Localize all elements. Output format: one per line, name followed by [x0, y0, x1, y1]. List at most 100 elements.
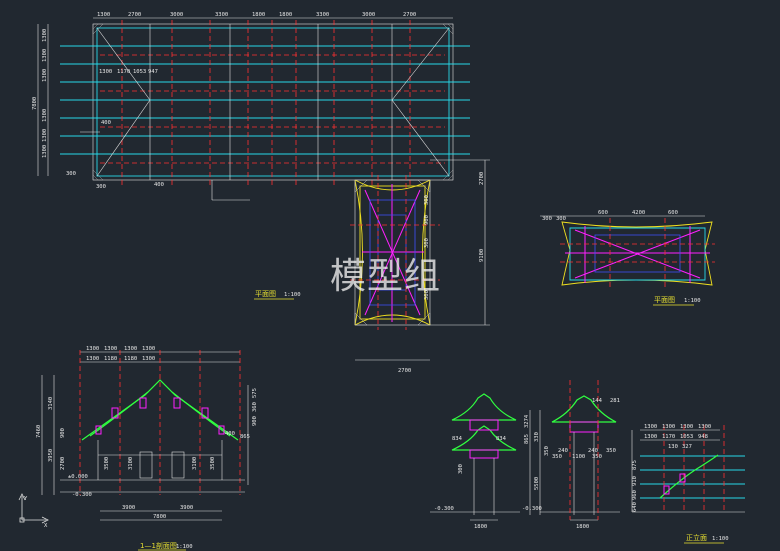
- section-inner-dim: 3100: [128, 457, 134, 470]
- pavilion-plan-view: 2700 9100 2700 300 900 300 300: [350, 159, 490, 374]
- section-top-dim: 1300: [142, 356, 155, 362]
- section-top-dim: 1300: [104, 346, 117, 352]
- plan-left-dim: 1300: [42, 69, 48, 82]
- front-elevation-view: 1300 1300 1300 1300 1300 1170 1053 948 1…: [631, 424, 745, 544]
- roof-plan-scale: 1:100: [684, 298, 701, 304]
- axis-y-label: Y: [24, 496, 28, 502]
- section-right-dim: 575: [252, 388, 258, 398]
- pavilion-bottom-dim: 2700: [398, 368, 411, 374]
- plan-left-total: 7800: [32, 97, 38, 110]
- corner-hatch: [92, 23, 454, 181]
- plan-top-dim: 1800: [279, 12, 292, 18]
- elev-b-left: 3274: [524, 414, 530, 428]
- section-left-dim: 3140: [48, 397, 54, 410]
- plan-left-dim: 1300: [42, 145, 48, 158]
- section-top-dim: 1300: [142, 346, 155, 352]
- pavilion-right-dim: 300: [424, 238, 430, 248]
- section-scale: 1:100: [176, 544, 193, 550]
- bracket-set: [95, 397, 225, 435]
- plan-misc-dim: 300: [96, 184, 106, 190]
- front-dim: 1170: [662, 434, 675, 440]
- pavilion-right-dim: 900: [424, 215, 430, 225]
- elevation-a-view: 834 834 300 1800 -0.300: [430, 393, 520, 530]
- pavilion-right-dim: 300: [424, 195, 430, 205]
- elev-b-mid: 240: [558, 448, 568, 454]
- elev-b-left: 865: [524, 434, 530, 444]
- elev-b-top: 144: [592, 398, 603, 404]
- front-dim: 1300: [662, 424, 675, 430]
- section-top-dim: 1180: [124, 356, 137, 362]
- elevation-b-view: 144 281 3274 865 330 350 5500 240 240 35…: [522, 380, 620, 530]
- front-left-dim: 910: [632, 476, 638, 486]
- elev-b-mid: 1100: [572, 454, 585, 460]
- elev-b-mid: 240: [588, 448, 598, 454]
- elev-b-mid: 350: [552, 454, 562, 460]
- elev-b-left: 350: [544, 446, 550, 456]
- plan-misc-dim: 400: [154, 182, 164, 188]
- section-bottom-dim: 3900: [180, 505, 193, 511]
- section-top-dim: 1180: [104, 356, 117, 362]
- roof-top-dim: 600: [668, 210, 678, 216]
- section-bottom-total: 7800: [153, 514, 166, 520]
- elev-b-left: 5500: [534, 477, 540, 490]
- section-right-dim: 400: [225, 431, 235, 437]
- front-dim: 1300: [698, 424, 711, 430]
- elev-b-right: 350: [606, 448, 616, 454]
- elev-a-dim: 300: [458, 464, 464, 474]
- watermark-text: 模型组: [330, 256, 441, 297]
- plan-top-dim: 3300: [316, 12, 329, 18]
- roof-top-dim: 300: [542, 216, 552, 222]
- roof-top-dim: 4200: [632, 210, 645, 216]
- axis-x-label: X: [44, 523, 48, 529]
- plan-top-dim: 3000: [362, 12, 375, 18]
- elev-b-bottom: 1800: [576, 524, 589, 530]
- front-dim: 1300: [644, 434, 657, 440]
- plan-left-dim: 1300: [42, 49, 48, 62]
- section-inner-dim: 3100: [192, 457, 198, 470]
- front-left-dim: 875: [632, 460, 638, 470]
- section-left-dim: 3950: [48, 449, 54, 462]
- plan-top-dim: 2700: [403, 12, 416, 18]
- plan-top-dim: 3300: [215, 12, 228, 18]
- elev-a-dim: 1800: [474, 524, 487, 530]
- front-dim: 327: [682, 444, 692, 450]
- plan-inner-dim: 947: [148, 69, 158, 75]
- elev-a-level: -0.300: [434, 506, 454, 512]
- plan-top-dim: 3000: [170, 12, 183, 18]
- pavilion-right-total: 9100: [479, 249, 485, 262]
- section-right-dim: 865: [240, 434, 250, 440]
- section-top-dim: 1300: [86, 356, 99, 362]
- plan-left-dim: 1300: [42, 109, 48, 122]
- plan-view-scale: 1:100: [284, 292, 301, 298]
- front-scale: 1:100: [712, 536, 729, 542]
- section-level: ±0.000: [68, 474, 88, 480]
- front-dim: 1300: [680, 424, 693, 430]
- plan-left-dim: 1300: [42, 29, 48, 42]
- plan-inner-dim: 1170: [117, 69, 130, 75]
- plan-top-dim: 2700: [128, 12, 141, 18]
- plan-inner-dim: 1300: [99, 69, 112, 75]
- section-inner-dim: 3500: [210, 457, 216, 470]
- plan-misc-dim: 400: [101, 120, 111, 126]
- roof-top-dim: 300: [556, 216, 566, 222]
- section-right-dim: 360: [252, 402, 258, 412]
- elev-b-mid: 350: [592, 454, 602, 460]
- plan-top-dim: 1800: [252, 12, 265, 18]
- roof-top-dim: 600: [598, 210, 608, 216]
- section-bottom-dim: 3900: [122, 505, 135, 511]
- section-title: 1—1剖面图: [140, 541, 177, 550]
- roof-plan-title: 平面图: [654, 296, 675, 304]
- front-left-dim: 960: [632, 490, 638, 500]
- section-left-dim: 900: [60, 428, 66, 438]
- roof-plan-view: 300 300 600 4200 600 平面图 1:100: [540, 210, 715, 306]
- elev-b-left: 330: [534, 432, 540, 442]
- plan-inner-dim: 1053: [133, 69, 146, 75]
- section-left-dim: 2700: [60, 457, 66, 470]
- front-dim: 1300: [644, 424, 657, 430]
- section-top-dim: 1300: [86, 346, 99, 352]
- section-inner-dim: 3500: [104, 457, 110, 470]
- plan-left-dim: 1300: [42, 129, 48, 142]
- front-title: 正立面: [686, 533, 707, 542]
- front-dim: 1053: [680, 434, 693, 440]
